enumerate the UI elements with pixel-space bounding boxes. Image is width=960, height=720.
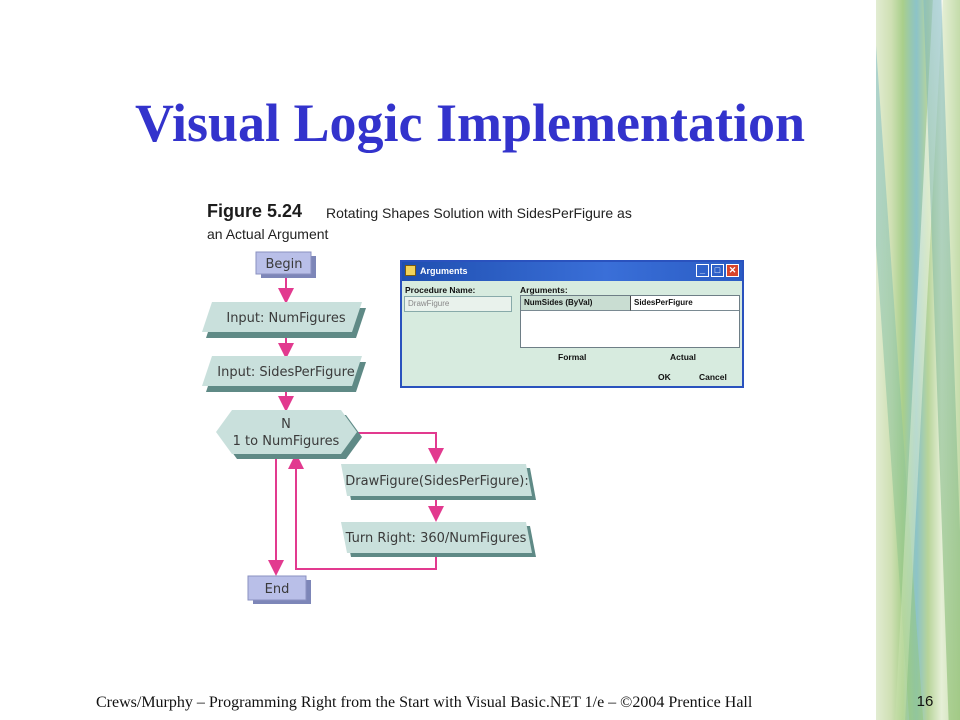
turn-right-box (341, 522, 532, 553)
input-numfigures-box (202, 302, 362, 332)
close-icon[interactable]: ✕ (726, 264, 739, 277)
drawfigure-call-box (341, 464, 532, 496)
formal-column-label: Formal (558, 352, 587, 362)
dialog-titlebar[interactable]: Arguments _ □ ✕ (402, 262, 742, 281)
decorative-stripe (876, 0, 960, 720)
loop-hexagon (216, 410, 357, 454)
actual-argument-cell[interactable]: SidesPerFigure (631, 296, 739, 311)
drawfigure-call-label: DrawFigure(SidesPerFigure): (345, 474, 528, 489)
arguments-dialog: Arguments _ □ ✕ Procedure Name: DrawFigu… (400, 260, 744, 388)
procedure-name-label: Procedure Name: (405, 285, 476, 295)
figure-caption-line2: an Actual Argument (207, 226, 329, 242)
app-icon (405, 265, 416, 276)
loop-back-arrow (288, 453, 437, 570)
connector-arrow (352, 432, 444, 464)
slide-footer: Crews/Murphy – Programming Right from th… (96, 694, 753, 711)
begin-label: Begin (265, 257, 302, 272)
maximize-icon[interactable]: □ (711, 264, 724, 277)
formal-argument-cell[interactable]: NumSides (ByVal) (521, 296, 631, 311)
begin-terminal (255, 251, 312, 275)
loop-variable-label: N (281, 417, 291, 432)
slide-title: Visual Logic Implementation (134, 93, 806, 153)
cancel-button[interactable]: Cancel (699, 372, 727, 382)
figure-number: Figure 5.24 (207, 201, 303, 221)
loop-range-label: 1 to NumFigures (233, 434, 340, 449)
arguments-label: Arguments: (520, 285, 568, 295)
input-sidesperfigure-label: Input: SidesPerFigure (217, 365, 354, 380)
arguments-grid[interactable]: NumSides (ByVal) SidesPerFigure (520, 295, 740, 348)
actual-column-label: Actual (670, 352, 696, 362)
end-terminal (247, 575, 307, 601)
input-numfigures-label: Input: NumFigures (226, 311, 345, 326)
flowchart: Begin Input: NumFigures Input: SidesPerF… (202, 251, 536, 604)
minimize-icon[interactable]: _ (696, 264, 709, 277)
procedure-name-field[interactable]: DrawFigure (404, 296, 512, 312)
ok-button[interactable]: OK (658, 372, 671, 382)
input-sidesperfigure-box (202, 356, 362, 386)
end-label: End (265, 582, 290, 597)
figure-caption-line1: Rotating Shapes Solution with SidesPerFi… (326, 205, 632, 221)
turn-right-label: Turn Right: 360/NumFigures (345, 531, 527, 546)
dialog-title: Arguments (420, 266, 468, 276)
page-number: 16 (916, 693, 934, 710)
